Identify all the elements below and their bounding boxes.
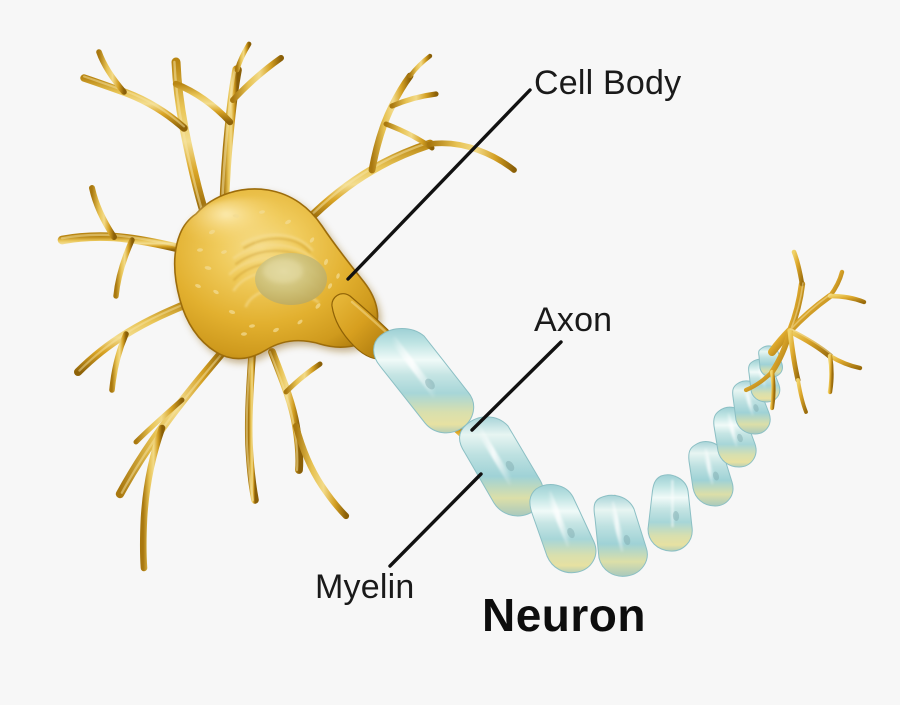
axon-leader — [470, 340, 563, 432]
axon-terminal — [743, 249, 867, 414]
dendrite-top-center — [172, 41, 284, 215]
dendrite-bottom-left — [115, 343, 231, 572]
dendrite-upper-left — [80, 49, 210, 220]
myelin-segment — [459, 416, 544, 517]
figure-title: Neuron — [482, 589, 646, 641]
myelin-leader — [388, 472, 483, 568]
dendrite-bottom-center — [244, 352, 259, 504]
dendrite-bottom-right — [268, 348, 350, 520]
cell-body-leader — [346, 88, 532, 281]
dendrite-tree — [57, 41, 517, 572]
myelin-segment — [373, 328, 475, 434]
dendrite-left-lower — [74, 296, 200, 393]
myelin-sheath-chain — [373, 328, 783, 577]
label-axon: Axon — [534, 301, 613, 339]
myelin-segment — [529, 484, 597, 574]
leader-lines — [346, 88, 563, 568]
dendrite-upper-right — [301, 53, 517, 227]
cell-body-soma — [173, 188, 381, 363]
label-myelin: Myelin — [315, 568, 415, 606]
myelin-segment — [593, 494, 648, 577]
label-cell-body: Cell Body — [534, 64, 682, 102]
myelin-segment — [647, 474, 693, 552]
dendrite-left — [57, 185, 191, 299]
